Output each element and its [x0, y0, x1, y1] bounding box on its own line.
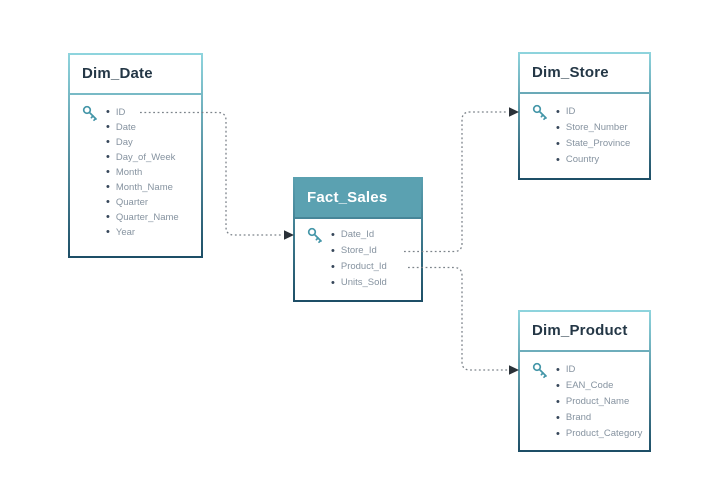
field-label: Date_Id: [340, 229, 375, 240]
field-item: • ID: [556, 362, 649, 378]
field-item: • Brand: [556, 410, 649, 426]
field-bullet: •: [556, 428, 560, 440]
field-item: • Store_Number: [556, 120, 649, 136]
primary-key-icon: [532, 104, 547, 121]
field-bullet: •: [106, 151, 110, 163]
field-bullet: •: [556, 364, 560, 376]
field-item: • Date: [106, 120, 201, 135]
field-bullet: •: [331, 277, 335, 289]
field-bullet: •: [331, 229, 335, 241]
field-item: • ID: [556, 104, 649, 120]
field-bullet: •: [106, 121, 110, 133]
field-label: State_Province: [565, 138, 631, 149]
primary-key-icon: [82, 105, 97, 122]
field-bullet: •: [556, 380, 560, 392]
field-bullet: •: [556, 138, 560, 150]
table-title-dim-product: Dim_Product: [520, 312, 649, 350]
table-body-dim-store: • ID • Store_Number • State_Province • Country: [520, 94, 649, 178]
field-item: • Year: [106, 225, 201, 240]
field-label: Product_Category: [565, 428, 643, 439]
field-item: • Day_of_Week: [106, 150, 201, 165]
table-dim-product: Dim_Product • ID • EAN_Code • Product_Name • Br…: [518, 310, 651, 452]
table-title-fact-sales: Fact_Sales: [295, 179, 421, 217]
field-label: Units_Sold: [340, 277, 387, 288]
connector-fact-to-product: [408, 266, 508, 371]
table-title-dim-store: Dim_Store: [520, 54, 649, 92]
field-item: • EAN_Code: [556, 378, 649, 394]
field-item: • Product_Id: [331, 259, 421, 275]
table-dim-date: Dim_Date •ID•Date•Day•Day_of_Week•Month•…: [68, 53, 203, 258]
field-bullet: •: [106, 106, 110, 118]
field-bullet: •: [556, 122, 560, 134]
field-label: Store_Number: [565, 122, 628, 133]
field-item: • Date_Id: [331, 227, 421, 243]
table-title-dim-date: Dim_Date: [70, 55, 201, 93]
primary-key-icon: [307, 227, 322, 244]
field-item: • Quarter_Name: [106, 210, 201, 225]
field-item: • State_Province: [556, 136, 649, 152]
field-bullet: •: [106, 181, 110, 193]
field-label: Brand: [565, 412, 592, 423]
field-item: • Month: [106, 165, 201, 180]
field-label: Product_Id: [340, 261, 387, 272]
field-label: Quarter: [115, 197, 149, 208]
table-body-dim-date: • ID • Date • Day • Day_of_Week • Month • Month_Nam…: [70, 95, 201, 256]
field-list-fact-sales: • Date_Id • Store_Id • Product_Id • Units_Sold: [295, 227, 421, 291]
field-item: • Store_Id: [331, 243, 421, 259]
field-list-dim-store: • ID • Store_Number • State_Province • Country: [520, 104, 649, 168]
field-label: Date: [115, 122, 136, 133]
field-bullet: •: [106, 211, 110, 223]
field-list-dim-product: • ID • EAN_Code • Product_Name • Brand • Product_…: [520, 362, 649, 442]
field-bullet: •: [556, 396, 560, 408]
field-item: • Month_Name: [106, 180, 201, 195]
field-item: • Country: [556, 152, 649, 168]
field-label: Store_Id: [340, 245, 377, 256]
field-bullet: •: [556, 154, 560, 166]
table-dim-store: Dim_Store • ID • Store_Number • State_Provinc…: [518, 52, 651, 180]
field-bullet: •: [556, 106, 560, 118]
field-label: Day_of_Week: [115, 152, 176, 163]
field-bullet: •: [106, 166, 110, 178]
field-label: ID: [565, 364, 576, 375]
field-label: Country: [565, 154, 600, 165]
table-fact-sales: Fact_Sales •Date_Id•Store_Id•Product_Id•…: [293, 177, 423, 302]
field-label: Year: [115, 227, 136, 238]
table-body-fact-sales: • Date_Id • Store_Id • Product_Id • Units_Sold: [295, 219, 421, 300]
field-bullet: •: [106, 136, 110, 148]
field-item: • Units_Sold: [331, 275, 421, 291]
field-item: • Quarter: [106, 195, 201, 210]
field-list-dim-date: • ID • Date • Day • Day_of_Week • Month • Month_Nam…: [70, 105, 201, 240]
field-label: ID: [565, 106, 576, 117]
field-bullet: •: [106, 226, 110, 238]
table-body-dim-product: • ID • EAN_Code • Product_Name • Brand • Product_…: [520, 352, 649, 450]
field-bullet: •: [331, 245, 335, 257]
field-item: • Product_Category: [556, 426, 649, 442]
primary-key-icon: [532, 362, 547, 379]
field-label: ID: [115, 107, 126, 118]
field-label: Month_Name: [115, 182, 173, 193]
field-label: Product_Name: [565, 396, 630, 407]
field-bullet: •: [556, 412, 560, 424]
field-bullet: •: [331, 261, 335, 273]
field-bullet: •: [106, 196, 110, 208]
field-item: • Product_Name: [556, 394, 649, 410]
field-label: Day: [115, 137, 133, 148]
field-label: Quarter_Name: [115, 212, 179, 223]
field-item: • Day: [106, 135, 201, 150]
field-item: • ID: [106, 105, 201, 120]
field-label: Month: [115, 167, 143, 178]
field-label: EAN_Code: [565, 380, 614, 391]
